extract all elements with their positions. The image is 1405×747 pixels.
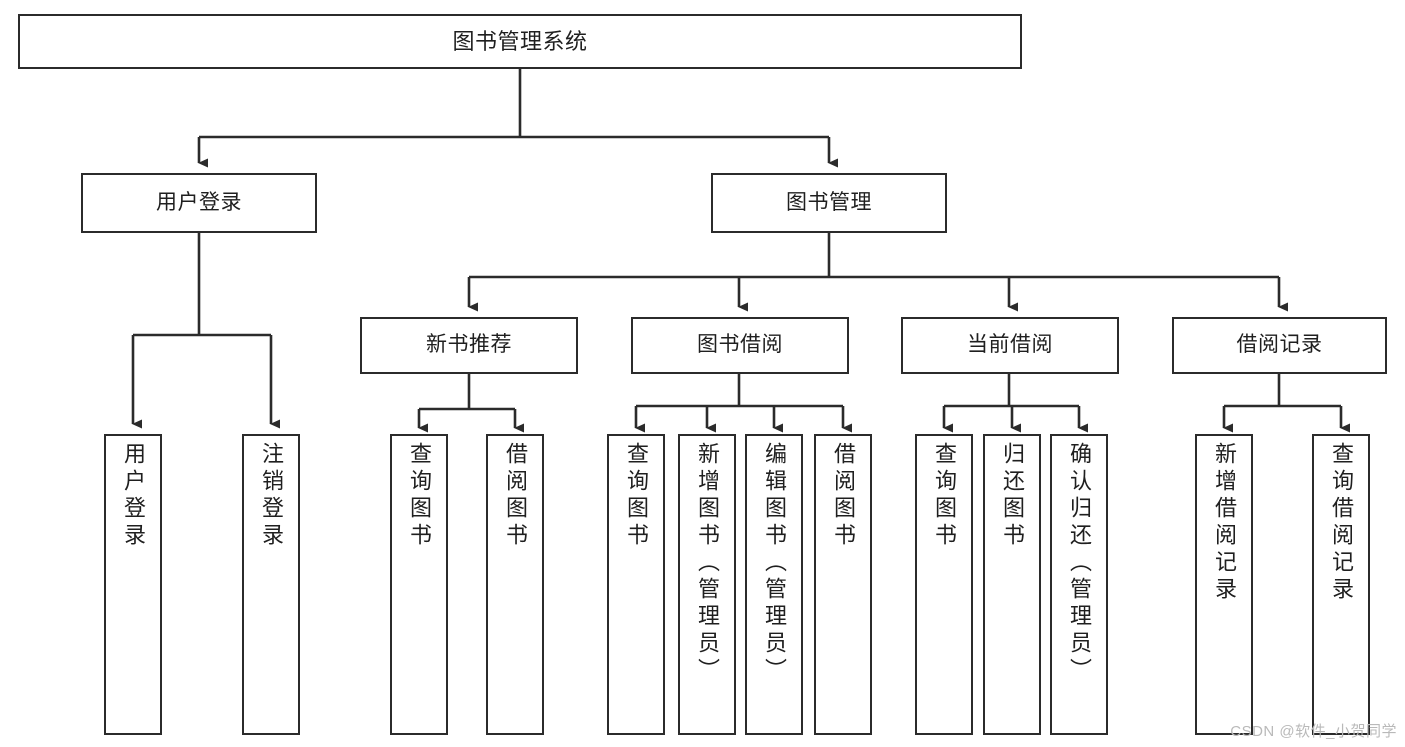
leaf-current-borrow-confirm-return[interactable]: 确认归还（管理员） — [1050, 434, 1108, 735]
node-book-borrow[interactable]: 图书借阅 — [631, 317, 849, 374]
node-label: 当前借阅 — [967, 333, 1053, 357]
leaf-borrow-record-add[interactable]: 新增借阅记录 — [1195, 434, 1253, 735]
node-label: 确认归还（管理员） — [1067, 442, 1092, 685]
node-label: 图书借阅 — [697, 333, 783, 357]
leaf-new-book-query[interactable]: 查询图书 — [390, 434, 448, 735]
node-label: 新增借阅记录 — [1212, 442, 1237, 604]
node-label: 编辑图书（管理员） — [762, 442, 787, 685]
node-book-management[interactable]: 图书管理 — [711, 173, 947, 233]
node-label: 新书推荐 — [426, 333, 512, 357]
node-label: 查询图书 — [624, 442, 649, 550]
node-label: 查询借阅记录 — [1329, 442, 1354, 604]
csdn-watermark: CSDN @软件_小贺同学 — [1230, 723, 1397, 740]
leaf-book-borrow-borrow[interactable]: 借阅图书 — [814, 434, 872, 735]
leaf-current-borrow-return[interactable]: 归还图书 — [983, 434, 1041, 735]
leaf-book-borrow-edit[interactable]: 编辑图书（管理员） — [745, 434, 803, 735]
node-label: 借阅图书 — [831, 442, 856, 550]
node-label: 注销登录 — [259, 442, 284, 550]
node-root-system[interactable]: 图书管理系统 — [18, 14, 1022, 69]
leaf-book-borrow-add[interactable]: 新增图书（管理员） — [678, 434, 736, 735]
node-label: 新增图书（管理员） — [695, 442, 720, 685]
node-label: 图书管理系统 — [452, 28, 588, 54]
node-user-login[interactable]: 用户登录 — [81, 173, 317, 233]
node-label: 用户登录 — [121, 442, 146, 550]
node-current-borrow[interactable]: 当前借阅 — [901, 317, 1119, 374]
node-label: 用户登录 — [156, 190, 242, 214]
leaf-borrow-record-query[interactable]: 查询借阅记录 — [1312, 434, 1370, 735]
node-label: 借阅图书 — [503, 442, 528, 550]
leaf-user-login-login[interactable]: 用户登录 — [104, 434, 162, 735]
node-label: 归还图书 — [1000, 442, 1025, 550]
leaf-book-borrow-query[interactable]: 查询图书 — [607, 434, 665, 735]
node-label: 查询图书 — [932, 442, 957, 550]
node-label: 借阅记录 — [1236, 333, 1323, 357]
node-label: 图书管理 — [786, 190, 872, 214]
leaf-new-book-borrow[interactable]: 借阅图书 — [486, 434, 544, 735]
node-new-book-recommend[interactable]: 新书推荐 — [360, 317, 578, 374]
leaf-current-borrow-query[interactable]: 查询图书 — [915, 434, 973, 735]
node-label: 查询图书 — [407, 442, 432, 550]
leaf-user-login-logout[interactable]: 注销登录 — [242, 434, 300, 735]
node-borrow-record[interactable]: 借阅记录 — [1172, 317, 1387, 374]
